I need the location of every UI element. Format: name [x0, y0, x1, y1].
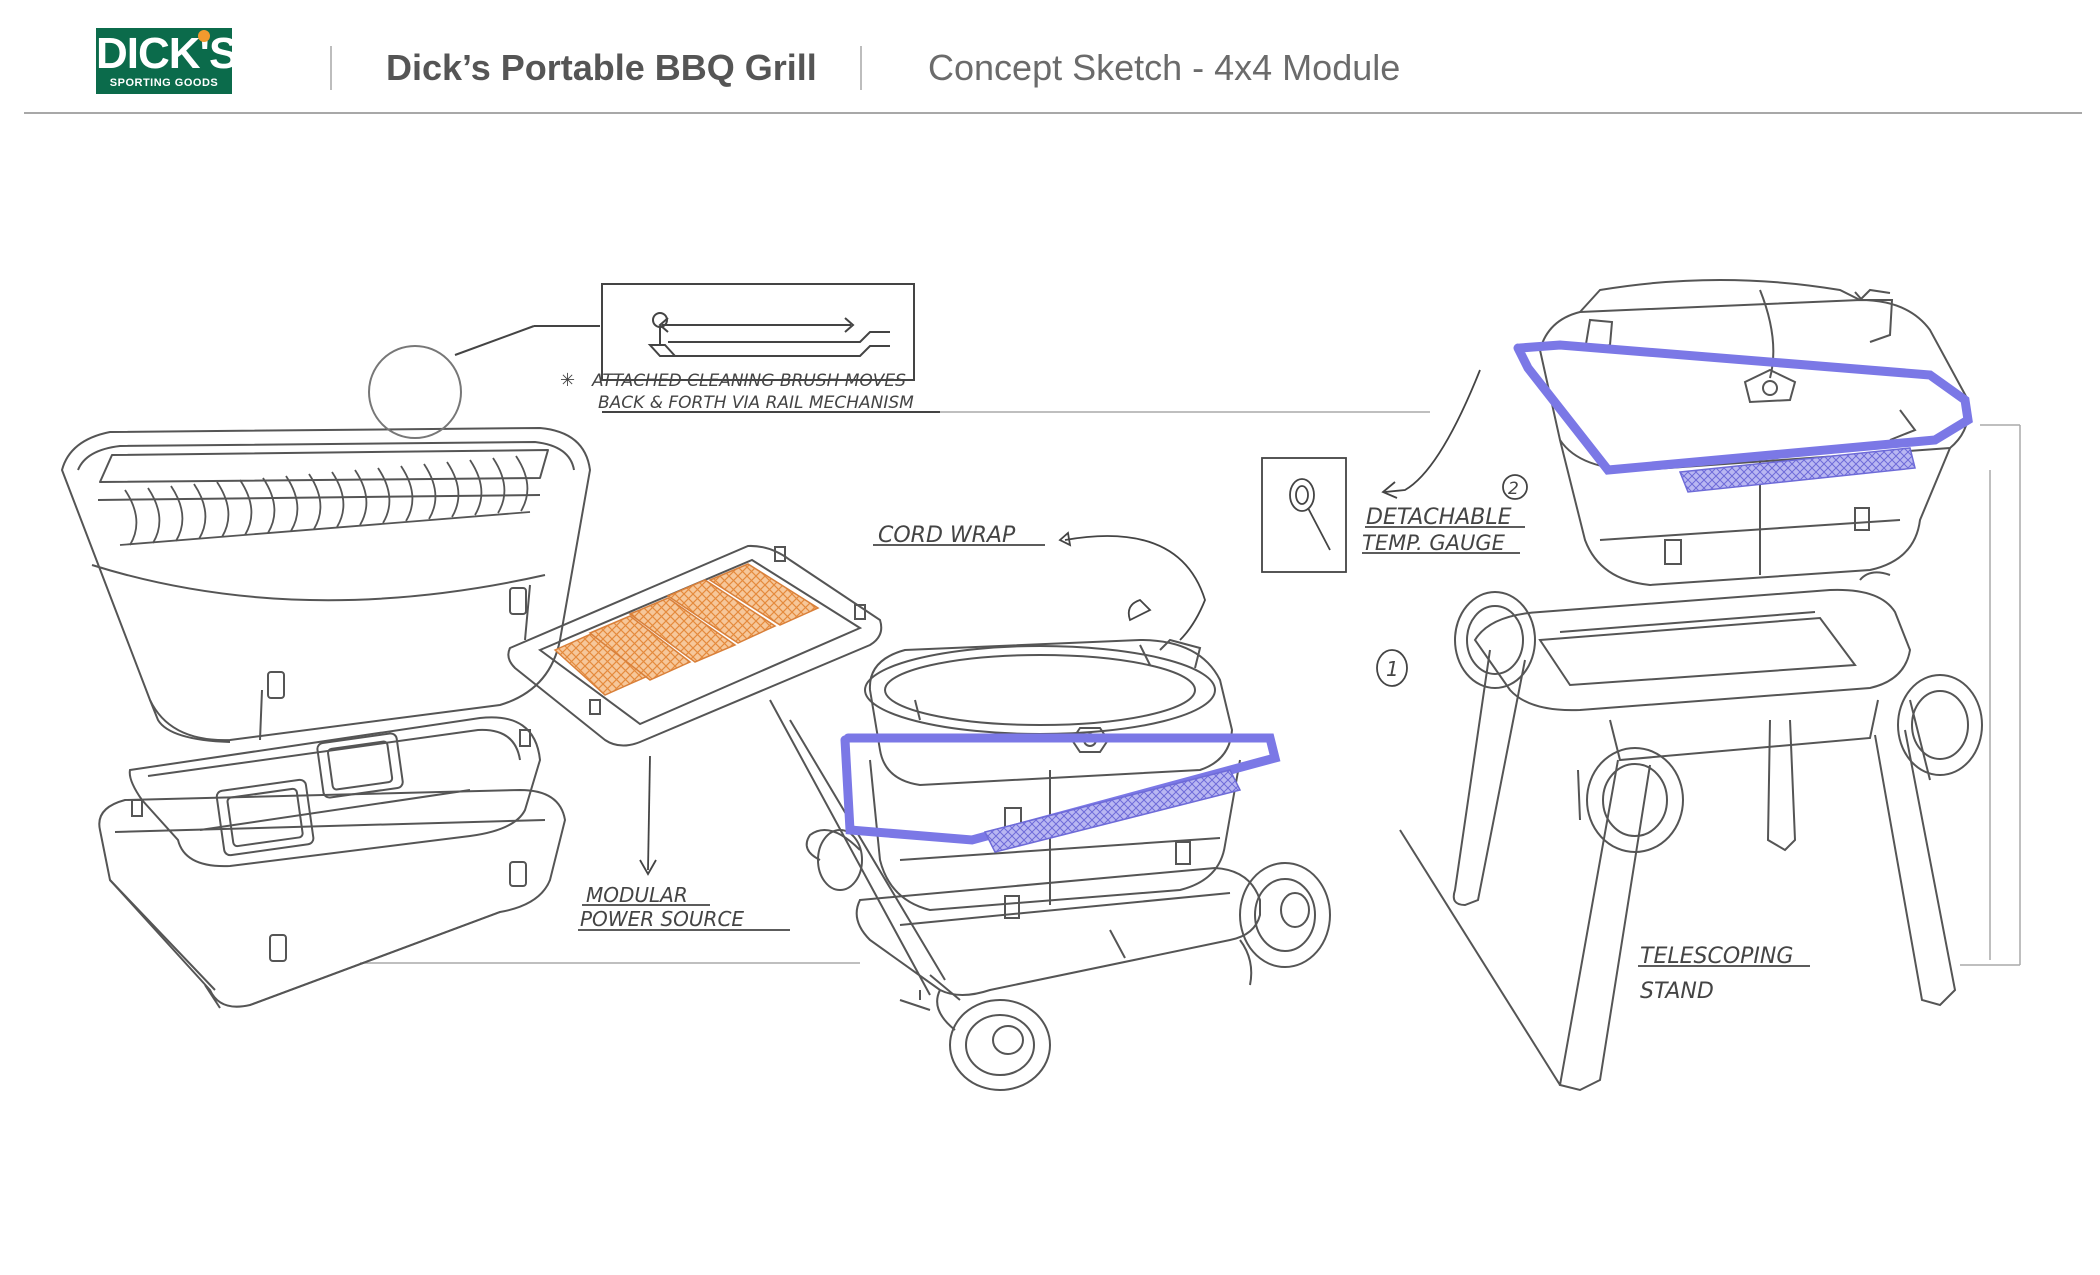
brush-note-line1: ATTACHED CLEANING BRUSH MOVES: [591, 371, 906, 391]
step-1-marker: [1376, 649, 1408, 687]
logo-tagline: SPORTING GOODS: [109, 77, 219, 89]
step-1-label: 1: [1386, 657, 1399, 681]
telescoping-stand: [1399, 571, 1983, 1092]
burner-strips: [553, 563, 820, 696]
asterisk-mark: ✳: [560, 370, 575, 391]
cart-grill: [769, 638, 1331, 1091]
power-note-line1: MODULAR: [586, 883, 688, 907]
logo-wordmark: DICK'S: [96, 29, 238, 78]
cart-handle: [840, 733, 1281, 853]
page-subtitle: Concept Sketch - 4x4 Module: [928, 47, 1401, 88]
stand-note-line2: STAND: [1640, 979, 1714, 1004]
construction-lines: [360, 411, 2021, 966]
cord-wrap-note: CORD WRAP: [878, 523, 1016, 548]
burner-tray: [128, 716, 542, 868]
grill-base-tub: [98, 788, 567, 1009]
power-callout: [578, 755, 790, 931]
grill-grate: [119, 455, 531, 546]
stand-grill-handle: [1513, 340, 1973, 493]
header-divider: [330, 46, 332, 90]
step-2-label: 2: [1508, 479, 1519, 499]
brand-logo: DICK'S SPORTING GOODS: [96, 28, 238, 94]
header: DICK'S SPORTING GOODS Dick’s Portable BB…: [0, 0, 2100, 120]
stand-note-line1: TELESCOPING: [1640, 944, 1793, 969]
header-rule: [24, 112, 2082, 114]
basketball-icon: [198, 30, 210, 42]
gauge-note-line2: TEMP. GAUGE: [1362, 531, 1506, 555]
cord-wrap-callout: [873, 531, 1206, 641]
brush-note-line2: BACK & FORTH VIA RAIL MECHANISM: [598, 393, 914, 413]
header-divider: [860, 46, 862, 90]
grill-top-tub: [61, 345, 591, 743]
gauge-note-line1: DETACHABLE: [1366, 505, 1512, 530]
brush-callout: [454, 283, 940, 413]
power-note-line2: POWER SOURCE: [580, 907, 744, 931]
page-title: Dick’s Portable BBQ Grill: [386, 47, 817, 88]
temp-gauge-callout: [1261, 369, 1528, 573]
stand-grill-body: [1538, 279, 1970, 587]
